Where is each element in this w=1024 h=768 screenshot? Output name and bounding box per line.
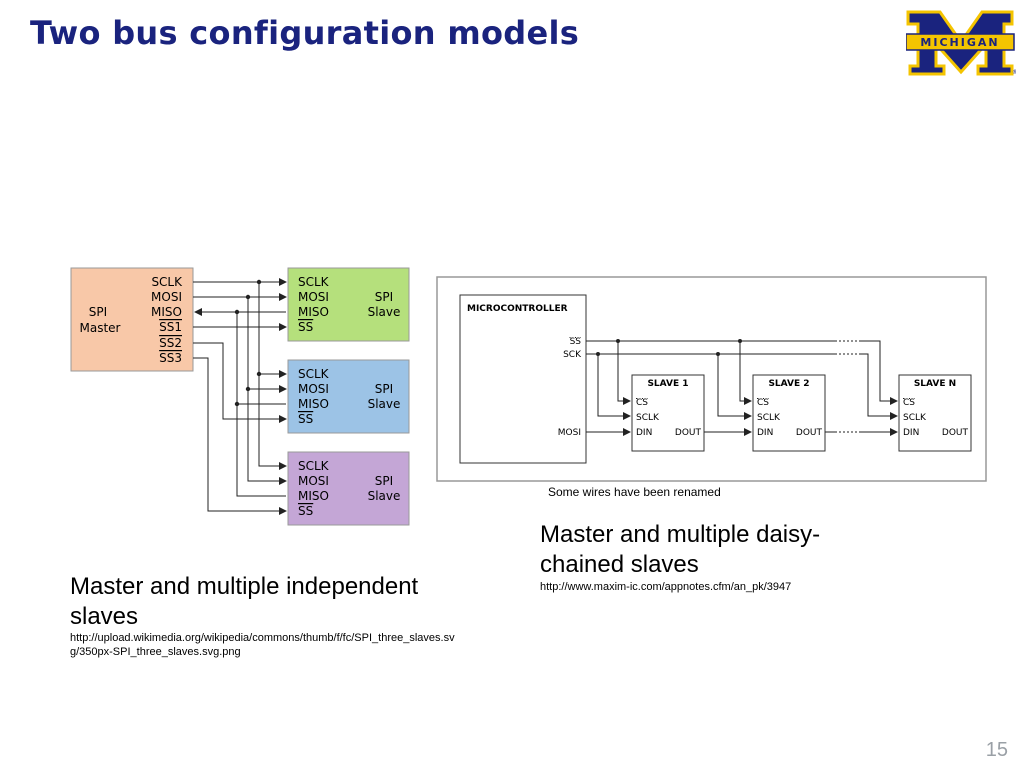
page-number: 15 — [985, 739, 1008, 761]
slave1-name-2: Slave — [368, 305, 401, 319]
spi-slave-3-box — [287, 451, 410, 526]
renamed-wires-note: Some wires have been renamed — [548, 485, 721, 499]
daisy-slave-1-box — [631, 374, 705, 452]
independent-slaves-caption: Master and multiple independent slaves — [70, 573, 419, 630]
daisy-slave-2-sclk: SCLK — [757, 413, 781, 423]
spi-slave-2-box — [287, 359, 410, 434]
independent-slaves-url[interactable]: http://upload.wikimedia.org/wikipedia/co… — [70, 632, 455, 658]
independent-slaves-diagram: SPI Master SCLK MOSI MISO SS1 SS2 SS3 SC… — [70, 267, 410, 526]
slave3-pin-ss: SS — [298, 504, 313, 518]
slave3-name-2: Slave — [368, 489, 401, 503]
slave2-pin-sclk: SCLK — [298, 367, 330, 381]
daisy-slave-1-din: DIN — [636, 428, 652, 438]
daisy-slave-n-label: SLAVE N — [914, 379, 956, 389]
slave3-pin-miso: MISO — [298, 489, 329, 503]
slave1-pin-mosi: MOSI — [298, 290, 329, 304]
master-pin-ss3: SS3 — [159, 351, 182, 365]
slave1-pin-miso: MISO — [298, 305, 329, 319]
microcontroller-label: MICROCONTROLLER — [467, 304, 568, 314]
daisy-slave-n-dout: DOUT — [942, 428, 969, 438]
daisy-slave-n-din: DIN — [903, 428, 919, 438]
daisy-chain-url[interactable]: http://www.maxim-ic.com/appnotes.cfm/an_… — [540, 581, 792, 593]
mcu-pin-sck: SCK — [563, 350, 582, 360]
daisy-junctions — [596, 339, 742, 356]
master-pin-mosi: MOSI — [151, 290, 182, 304]
slave3-name-1: SPI — [375, 474, 393, 488]
daisy-slave-1-dout: DOUT — [675, 428, 702, 438]
microcontroller-box — [459, 294, 587, 464]
daisy-slave-n-cs: CS — [903, 398, 915, 408]
spi-slave-1-box — [287, 267, 410, 342]
master-pin-sclk: SCLK — [151, 275, 183, 289]
master-pin-miso: MISO — [151, 305, 182, 319]
independent-wires — [193, 278, 287, 515]
slave2-pin-ss: SS — [298, 412, 313, 426]
slave2-name-1: SPI — [375, 382, 393, 396]
master-pin-ss1: SS1 — [159, 320, 182, 334]
slave3-pin-sclk: SCLK — [298, 459, 330, 473]
mcu-pin-ss: SS — [570, 337, 582, 347]
daisy-slave-1-sclk: SCLK — [636, 413, 660, 423]
daisy-chain-caption: Master and multiple daisy-chained slaves — [540, 521, 821, 578]
mcu-pin-mosi: MOSI — [558, 428, 581, 438]
master-name-1: SPI — [89, 305, 107, 319]
daisy-slave-1-cs: CS — [636, 398, 648, 408]
daisy-slave-2-cs: CS — [757, 398, 769, 408]
independent-junctions — [234, 279, 262, 407]
slave3-pin-mosi: MOSI — [298, 474, 329, 488]
master-name-2: Master — [80, 321, 121, 335]
daisy-slave-n-sclk: SCLK — [903, 413, 927, 423]
daisy-slave-2-box — [752, 374, 826, 452]
daisy-slave-2-dout: DOUT — [796, 428, 823, 438]
slave1-name-1: SPI — [375, 290, 393, 304]
logo-text: MICHIGAN — [920, 36, 999, 49]
slave2-name-2: Slave — [368, 397, 401, 411]
daisy-slave-2-din: DIN — [757, 428, 773, 438]
daisy-slave-n-box — [898, 374, 972, 452]
daisy-wires — [586, 340, 898, 436]
daisy-chain-diagram: MICROCONTROLLER SS SCK MOSI SLAVE 1 CS S… — [436, 276, 987, 482]
michigan-logo: MICHIGAN ® — [906, 10, 1016, 76]
slave1-pin-sclk: SCLK — [298, 275, 330, 289]
daisy-slave-2-label: SLAVE 2 — [768, 379, 809, 389]
logo-registered-mark: ® — [1012, 69, 1016, 76]
slide-title: Two bus configuration models — [30, 14, 580, 52]
daisy-slave-1-label: SLAVE 1 — [647, 379, 688, 389]
slave2-pin-miso: MISO — [298, 397, 329, 411]
spi-master-box — [70, 267, 194, 372]
master-pin-ss2: SS2 — [159, 336, 182, 350]
slave1-pin-ss: SS — [298, 320, 313, 334]
slave2-pin-mosi: MOSI — [298, 382, 329, 396]
